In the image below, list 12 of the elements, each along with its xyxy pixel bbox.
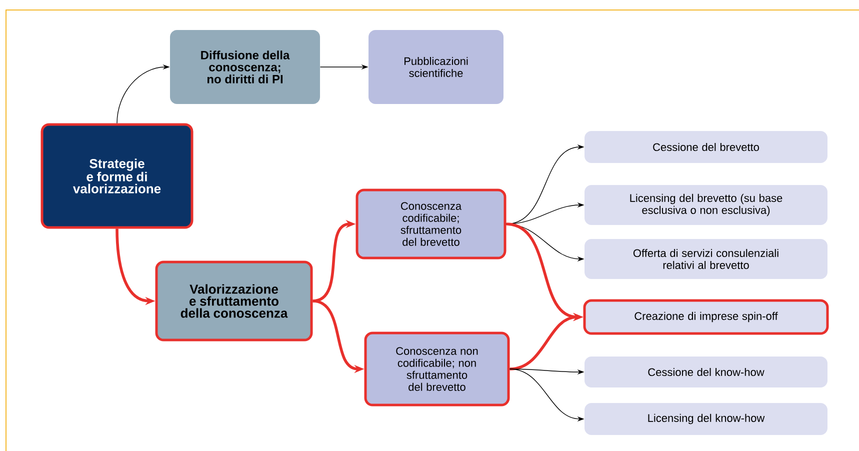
root-box: Strategie e forme di valorizzazione [40, 123, 194, 229]
outcome-box: Cessione del know-how [584, 356, 828, 388]
outcome-box: Cessione del brevetto [584, 131, 828, 163]
category-box: Valorizzazione e sfruttamento della conoscenza [155, 260, 313, 342]
outcome-box: Licensing del know-how [584, 403, 828, 435]
knowledge-box: Conoscenza non codificabile; non sfruttamento del brevetto [364, 332, 510, 406]
knowledge-box: Conoscenza codificabile; sfruttamento del brevetto [356, 188, 506, 260]
category-box: Diffusione della conoscenza; no diritti di PI [170, 30, 320, 104]
outcome-box: Licensing del brevetto (su base esclusiva o non esclusiva) [584, 185, 828, 225]
outcome-box: Creazione di imprese spin-off [583, 299, 829, 335]
outcome-box: Pubblicazioni scientifiche [368, 30, 504, 104]
outcome-box: Offerta di servizi consulenziali relativi al brevetto [584, 239, 828, 279]
